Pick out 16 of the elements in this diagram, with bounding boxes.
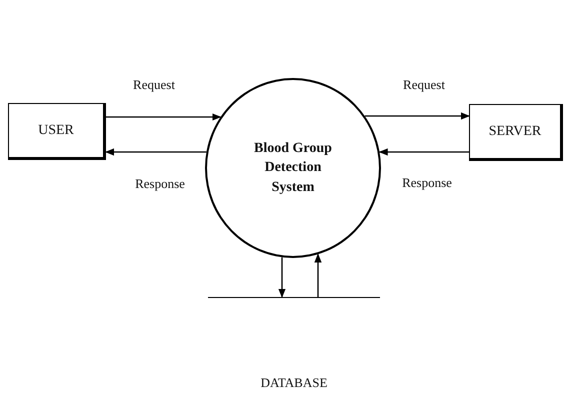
entity-box <box>469 104 563 161</box>
arrow <box>278 257 286 298</box>
edge-label: Request <box>403 77 445 93</box>
arrow <box>364 112 470 120</box>
entity-box <box>8 103 106 160</box>
arrow <box>378 148 469 156</box>
edge-label: Response <box>402 175 452 191</box>
edge-label: Response <box>135 176 185 192</box>
node-label: DATABASE <box>260 375 328 391</box>
node-label: SERVER <box>488 124 542 140</box>
node-label: Blood Group Detection System <box>253 140 333 197</box>
node-label: USER <box>38 122 74 138</box>
arrow <box>106 113 222 121</box>
arrow <box>105 148 206 156</box>
edge-label: Request <box>133 77 175 93</box>
arrow <box>314 253 322 297</box>
